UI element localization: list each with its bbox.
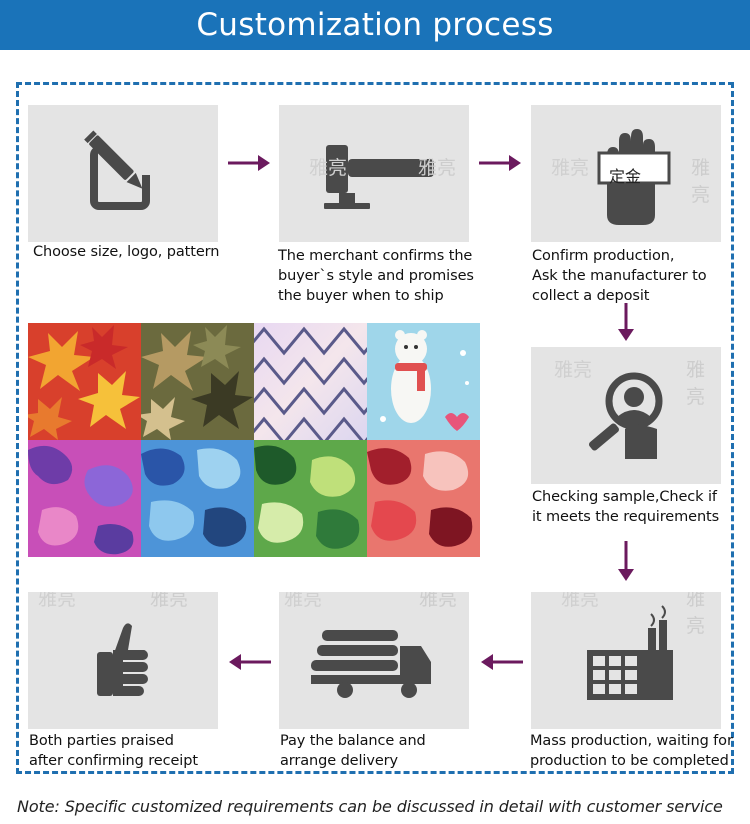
swatch-camo-purple [28, 440, 141, 557]
step-tile-choose [28, 105, 218, 242]
step-tile-production: 雅亮 雅亮 [531, 592, 721, 729]
step-label-deposit: Confirm production, Ask the manufacturer… [532, 248, 707, 304]
header-banner: Customization process [0, 0, 750, 50]
process-frame [16, 82, 734, 774]
arrow-right-icon [228, 155, 270, 171]
step-tile-deposit: 雅亮 雅亮 定金 [531, 105, 721, 242]
arrow-down-icon [618, 303, 634, 341]
step-tile-merchant: 雅亮 雅亮 [279, 105, 469, 242]
swatch-maple-red [28, 323, 141, 440]
step-label-praise: Both parties praised after confirming re… [29, 733, 198, 769]
step-label-choose: Choose size, logo, pattern [33, 244, 220, 260]
swatch-camo-red [367, 440, 480, 557]
factory-icon [587, 605, 673, 700]
deposit-sign-text: 定金 [609, 167, 642, 186]
swatch-holographic-triangles [254, 323, 367, 440]
arrow-right-icon [479, 155, 521, 171]
footer-note: Note: Specific customized requirements c… [17, 797, 723, 816]
swatch-maple-olive [141, 323, 254, 440]
arrow-down-icon [618, 541, 634, 581]
pencil-edit-icon [84, 130, 162, 210]
arrow-left-icon [481, 654, 523, 670]
magnifier-person-icon [588, 372, 663, 459]
step-tile-sample: 雅亮 雅亮 [531, 347, 721, 484]
step-label-delivery: Pay the balance and arrange delivery [280, 733, 426, 769]
pattern-gallery [28, 323, 480, 557]
step-tile-praise: 雅亮 雅亮 [28, 592, 218, 729]
step-label-production: Mass production, waiting for production … [530, 733, 733, 769]
step-tile-delivery: 雅亮 雅亮 [279, 592, 469, 729]
arrow-left-icon [229, 654, 271, 670]
step-label-merchant: The merchant confirms the buyer`s style … [278, 248, 474, 304]
step-label-sample: Checking sample,Check if it meets the re… [532, 489, 720, 525]
gavel-icon [324, 145, 434, 209]
swatch-polar-bear [367, 323, 480, 440]
swatch-camo-green [254, 440, 367, 557]
swatch-camo-blue [141, 440, 254, 557]
delivery-truck-icon [311, 630, 431, 698]
page-title: Customization process [196, 7, 554, 43]
deposit-hand-icon [597, 129, 671, 225]
thumbs-up-icon [97, 623, 148, 696]
